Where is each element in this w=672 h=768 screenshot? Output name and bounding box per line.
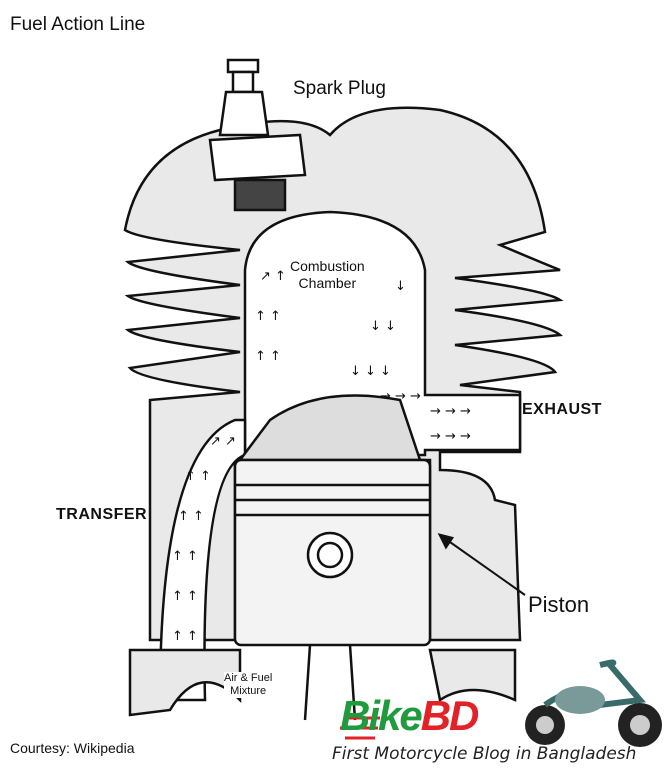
courtesy-credit: Courtesy: Wikipedia <box>10 740 135 756</box>
label-air-fuel-line2: Mixture <box>230 685 267 697</box>
label-piston: Piston <box>528 592 590 617</box>
piston-crown <box>237 394 422 462</box>
svg-text:→ → →: → → → <box>380 389 421 404</box>
label-combustion-line2: Chamber <box>298 275 357 291</box>
svg-text:↗ ↑: ↗ ↑ <box>260 269 286 284</box>
combustion-chamber <box>243 210 522 457</box>
crankcase-right <box>428 648 517 703</box>
svg-text:↓ ↓: ↓ ↓ <box>370 319 396 334</box>
spark-plug <box>208 58 307 212</box>
transfer-channel <box>158 418 247 702</box>
svg-text:↓: ↓ <box>395 279 406 294</box>
svg-text:→ → →: → → → <box>430 429 471 444</box>
label-air-fuel-line1: Air & Fuel <box>224 672 273 684</box>
label-combustion-chamber: Combustion Chamber <box>290 258 365 292</box>
svg-text:↑ ↑: ↑ ↑ <box>178 509 204 524</box>
svg-text:↑ ↑: ↑ ↑ <box>255 309 281 324</box>
svg-text:↗ ↗: ↗ ↗ <box>210 434 236 449</box>
svg-text:↑ ↑: ↑ ↑ <box>172 629 198 644</box>
flow-arrows: ↑ ↑↑ ↑↑ ↑ ↑ ↑↑ ↑↗ ↗ ↑ ↑↑ ↑↗ ↑ ↓↓ ↓↓ ↓ ↓ … <box>172 269 471 644</box>
label-spark-plug: Spark Plug <box>293 78 386 99</box>
piston-pointer <box>439 534 526 596</box>
label-exhaust: EXHAUST <box>522 401 602 418</box>
svg-text:→ → →: → → → <box>430 404 471 419</box>
bikebd-logo: BikeBD <box>340 692 480 740</box>
svg-text:↑ ↑: ↑ ↑ <box>185 469 211 484</box>
logo-tagline: First Motorcycle Blog in Bangladesh <box>332 744 637 764</box>
logo-speed-lines <box>340 716 380 740</box>
svg-text:↑ ↑: ↑ ↑ <box>255 349 281 364</box>
logo-bd: BD <box>420 692 480 739</box>
motorcycle-logo-icon <box>525 659 662 747</box>
logo-bike: Bike <box>340 692 423 739</box>
svg-text:↓ ↓ ↓: ↓ ↓ ↓ <box>350 364 391 379</box>
diagram-title: Fuel Action Line <box>10 14 146 35</box>
label-transfer: TRANSFER <box>56 506 148 523</box>
svg-text:↑ ↑: ↑ ↑ <box>172 549 198 564</box>
label-combustion-line1: Combustion <box>290 258 365 274</box>
crankcase <box>128 648 242 717</box>
svg-text:↑ ↑: ↑ ↑ <box>172 589 198 604</box>
label-air-fuel-mixture: Air & Fuel Mixture <box>224 672 273 698</box>
